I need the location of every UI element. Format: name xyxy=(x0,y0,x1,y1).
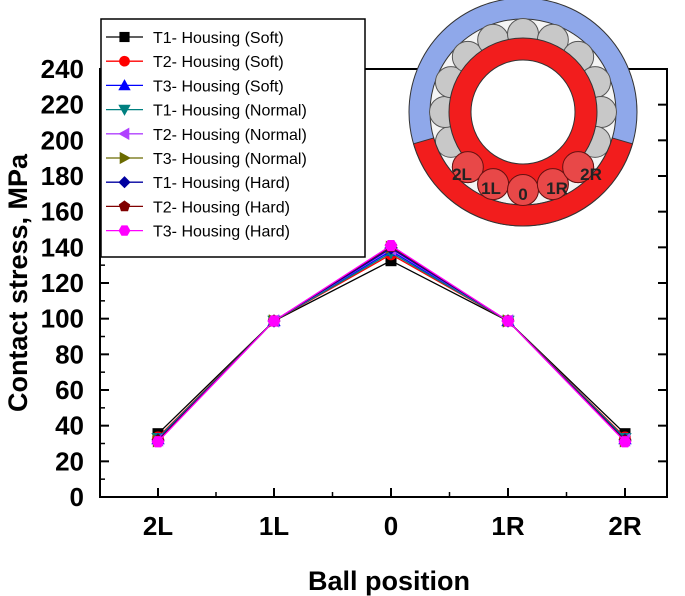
legend-item: T3- Housing (Hard) xyxy=(106,224,290,241)
series-line xyxy=(157,251,626,439)
series-4 xyxy=(151,247,632,445)
legend-marker xyxy=(118,200,131,212)
y-tick-label: 60 xyxy=(55,375,84,405)
inner-ring-bore xyxy=(470,59,576,165)
x-tick-label: 2L xyxy=(143,511,173,541)
data-point xyxy=(384,239,398,252)
legend-label: T2- Housing (Hard) xyxy=(153,199,290,216)
x-tick-label: 1R xyxy=(491,511,524,541)
series-3 xyxy=(151,244,632,445)
legend-marker xyxy=(118,176,131,189)
series-line xyxy=(157,259,626,435)
series-line xyxy=(157,244,626,443)
legend-label: T1- Housing (Normal) xyxy=(153,103,307,120)
y-tick-label: 160 xyxy=(41,197,84,227)
ball-label: 2L xyxy=(452,165,472,184)
legend-marker xyxy=(119,151,131,165)
bearing-inset: 2L 1L 0 1R 2R xyxy=(408,0,638,227)
legend-item: T2- Housing (Hard) xyxy=(106,199,290,216)
series-9 xyxy=(151,239,632,448)
ball-label: 1L xyxy=(481,179,501,198)
legend-label: T3- Housing (Normal) xyxy=(153,151,307,168)
legend-item: T2- Housing (Normal) xyxy=(106,127,307,144)
y-tick-label: 220 xyxy=(41,90,84,120)
y-tick-label: 140 xyxy=(41,232,84,262)
legend-item: T1- Housing (Soft) xyxy=(106,30,284,47)
series-1 xyxy=(152,255,631,440)
x-axis: 2L 1L 0 1R 2R xyxy=(143,488,642,541)
series-2 xyxy=(152,248,631,444)
legend-label: T2- Housing (Normal) xyxy=(153,127,307,144)
loaded-ball xyxy=(536,168,569,201)
y-tick-label: 40 xyxy=(55,411,84,441)
legend-label: T3- Housing (Hard) xyxy=(153,224,290,241)
legend-item: T1- Housing (Normal) xyxy=(106,103,307,120)
legend-item: T3- Housing (Soft) xyxy=(106,78,284,95)
series-7 xyxy=(151,241,632,447)
legend-marker xyxy=(118,225,131,236)
legend-box xyxy=(100,18,366,258)
y-tick-label: 0 xyxy=(70,482,84,512)
series-line xyxy=(157,253,626,438)
y-axis: 0 20 40 60 80 100 120 140 160 180 200 220 240 xyxy=(41,54,667,512)
legend-marker xyxy=(118,79,131,91)
legend-label: T1- Housing (Hard) xyxy=(153,175,290,192)
legend-items: T1- Housing (Soft) T2- Housing (Soft) T3- … xyxy=(106,30,307,241)
x-tick-label: 0 xyxy=(384,511,398,541)
legend-item: T3- Housing (Normal) xyxy=(106,151,307,168)
loaded-ball xyxy=(562,151,595,184)
legend-item: T1- Housing (Hard) xyxy=(106,175,290,192)
ball-label: 1R xyxy=(546,179,568,198)
data-point xyxy=(151,436,165,448)
y-tick-label: 80 xyxy=(55,339,84,369)
legend-label: T3- Housing (Soft) xyxy=(153,78,284,95)
y-tick-label: 240 xyxy=(41,54,84,84)
x-tick-label: 2R xyxy=(608,511,641,541)
x-axis-title: Ball position xyxy=(308,566,470,596)
series-line xyxy=(157,250,626,440)
x-tick-label: 1L xyxy=(259,511,289,541)
y-axis-title: Contact stress, MPa xyxy=(3,153,33,412)
series-5 xyxy=(151,242,631,447)
y-tick-label: 120 xyxy=(41,268,84,298)
series-line xyxy=(157,245,626,442)
legend: T1- Housing (Soft) T2- Housing (Soft) T3- … xyxy=(100,18,366,258)
y-tick-label: 200 xyxy=(41,125,84,155)
ball-label: 0 xyxy=(518,185,527,204)
legend-item: T2- Housing (Soft) xyxy=(106,54,284,71)
legend-label: T2- Housing (Soft) xyxy=(153,54,284,71)
y-tick-label: 180 xyxy=(41,161,84,191)
y-tick-label: 100 xyxy=(41,304,84,334)
data-point xyxy=(618,436,632,448)
legend-label: T1- Housing (Soft) xyxy=(153,30,284,47)
legend-marker xyxy=(118,127,130,140)
series-6 xyxy=(152,240,632,448)
legend-marker xyxy=(119,55,130,67)
legend-marker xyxy=(118,104,131,116)
loaded-ball xyxy=(451,151,484,184)
legend-marker xyxy=(119,31,130,43)
ball-label: 2R xyxy=(580,165,602,184)
series-line xyxy=(157,247,626,441)
series-8 xyxy=(151,239,632,447)
data-point xyxy=(501,315,515,327)
data-point xyxy=(267,315,281,327)
y-tick-label: 20 xyxy=(55,446,84,476)
series-group xyxy=(151,239,632,448)
series-line xyxy=(157,248,626,441)
series-line xyxy=(157,246,626,442)
